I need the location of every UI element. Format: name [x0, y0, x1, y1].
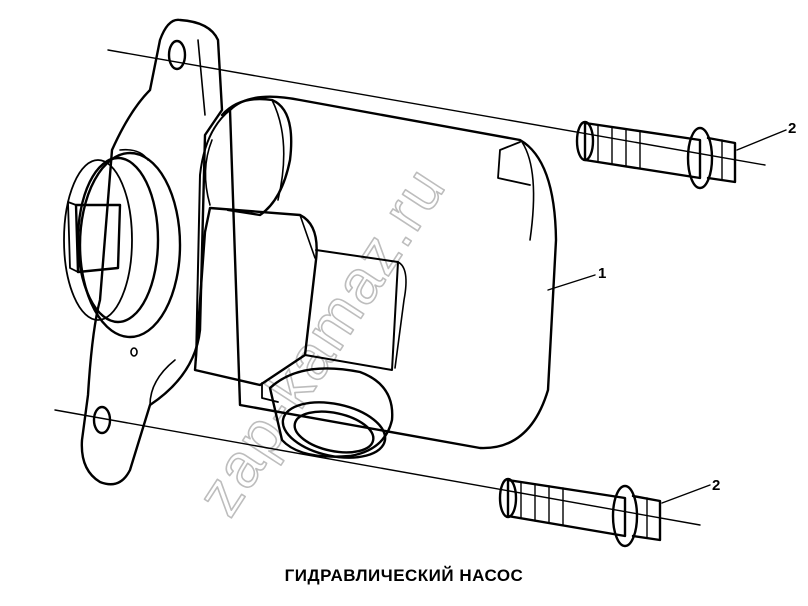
- callout-2-lower: 2: [712, 477, 720, 494]
- lower-bolt-tip: [498, 477, 518, 519]
- outlet-pipe: [193, 206, 407, 387]
- mounting-flange: [80, 18, 224, 486]
- upper-bolt-tip: [575, 120, 595, 162]
- upper-bolt-hole: [167, 39, 187, 71]
- leader-lines: [547, 129, 787, 504]
- port-outer-ring: [281, 401, 387, 459]
- upper-axis-line: [107, 49, 766, 166]
- leader-line-2-upper: [736, 129, 787, 151]
- callout-1: 1: [598, 265, 606, 282]
- port-inner-ring: [293, 410, 375, 454]
- hub-outer-ring: [78, 151, 182, 339]
- threaded-port: [261, 367, 394, 459]
- upper-bolt-washer: [686, 126, 714, 190]
- callout-2-upper: 2: [788, 120, 796, 137]
- diagram-title: ГИДРАВЛИЧЕСКИЙ НАСОС: [284, 566, 524, 585]
- upper-bolt: [575, 120, 737, 190]
- axis-lines: [54, 49, 766, 526]
- drive-hub: [63, 148, 182, 357]
- shaft-key: [74, 203, 122, 274]
- lower-bolt-washer: [611, 484, 639, 548]
- lower-axis-line: [54, 409, 701, 526]
- watermark-text: zap-kamaz.ru: [184, 155, 459, 528]
- lower-bolt: [498, 477, 662, 548]
- lower-bolt-hole: [92, 405, 112, 435]
- leader-line-2-lower: [661, 484, 711, 504]
- pump-housing: [195, 95, 558, 450]
- reservoir-cylinder: [204, 97, 293, 217]
- watermark: zap-kamaz.ru: [183, 154, 460, 528]
- leader-line-1: [547, 274, 596, 291]
